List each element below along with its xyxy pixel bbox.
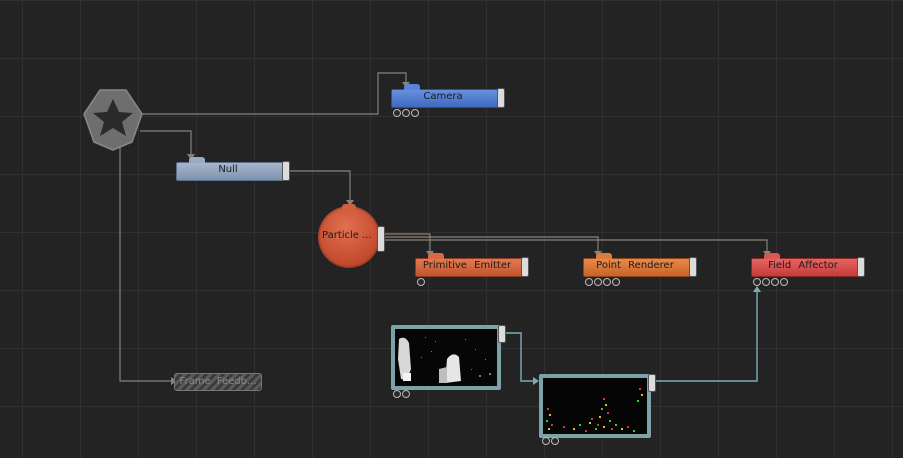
port-icon[interactable] (402, 390, 410, 398)
point-renderer-handle[interactable] (689, 257, 697, 277)
port-icon[interactable] (393, 109, 401, 117)
field-affector-ports (753, 278, 788, 286)
field-affector-label: Field Affector (768, 260, 838, 271)
port-icon[interactable] (411, 109, 419, 117)
video-processed-ports (542, 437, 559, 445)
wire-particle-to-renderer (383, 236, 599, 253)
field-affector-handle[interactable] (857, 257, 865, 277)
video-source-handle[interactable] (498, 325, 506, 343)
primitive-emitter-ports (417, 278, 425, 286)
video-source-ports (393, 390, 410, 398)
port-icon[interactable] (402, 109, 410, 117)
video-processed-handle[interactable] (648, 374, 656, 392)
port-icon[interactable] (594, 278, 602, 286)
particle-node-input-tab[interactable] (342, 204, 356, 210)
wire-scene-to-frame (119, 140, 173, 382)
primitive-emitter-input-tab[interactable] (428, 253, 444, 259)
frame-feedback-label: Frame Feedb... (179, 376, 257, 387)
wire-processed-to-affector (655, 290, 758, 382)
port-icon[interactable] (551, 437, 559, 445)
wire-particle-to-emitter (383, 233, 431, 253)
point-renderer-input-tab[interactable] (596, 253, 612, 259)
port-icon[interactable] (780, 278, 788, 286)
particle-root-node[interactable]: Particle ... (318, 204, 385, 268)
wire-scene-to-null (140, 130, 192, 156)
particle-node-handle[interactable] (377, 226, 385, 252)
port-icon[interactable] (612, 278, 620, 286)
video-thumbnail-icon (543, 378, 647, 434)
wire-null-to-particle (290, 170, 351, 202)
camera-node-input-tab[interactable] (404, 84, 420, 90)
null-node-label: Null (218, 164, 238, 175)
null-node-handle[interactable] (282, 161, 290, 181)
port-icon[interactable] (417, 278, 425, 286)
video-thumbnail-icon (395, 329, 497, 386)
point-renderer-label: Point Renderer (596, 260, 674, 271)
camera-node-label: Camera (423, 91, 463, 102)
port-icon[interactable] (603, 278, 611, 286)
particle-node-label: Particle ... (322, 230, 372, 241)
scene-root-node[interactable] (80, 86, 146, 152)
wire-scene-to-camera (140, 72, 407, 115)
port-icon[interactable] (393, 390, 401, 398)
camera-node[interactable]: Camera (391, 84, 505, 108)
arrow-processed (533, 377, 539, 385)
wire-video-to-processed (505, 332, 536, 382)
field-affector-node[interactable]: Field Affector (751, 253, 865, 277)
port-icon[interactable] (771, 278, 779, 286)
point-renderer-node[interactable]: Point Renderer (583, 253, 697, 277)
gear-star-icon (83, 89, 143, 151)
port-icon[interactable] (585, 278, 593, 286)
null-node[interactable]: Null (176, 157, 290, 181)
field-affector-input-tab[interactable] (764, 253, 780, 259)
port-icon[interactable] (753, 278, 761, 286)
arrow-particle (346, 200, 354, 206)
primitive-emitter-node[interactable]: Primitive Emitter (415, 253, 529, 277)
primitive-emitter-label: Primitive Emitter (422, 260, 512, 271)
video-source-node[interactable] (391, 325, 506, 390)
port-icon[interactable] (762, 278, 770, 286)
wire-particle-to-affector (383, 239, 768, 253)
frame-feedback-node[interactable]: Frame Feedb... (174, 373, 262, 391)
camera-node-ports (393, 109, 419, 117)
camera-node-handle[interactable] (497, 88, 505, 108)
point-renderer-ports (585, 278, 620, 286)
port-icon[interactable] (542, 437, 550, 445)
arrow-affector-input (753, 286, 761, 292)
null-node-input-tab[interactable] (189, 157, 205, 163)
video-processed-node[interactable] (539, 374, 656, 438)
primitive-emitter-handle[interactable] (521, 257, 529, 277)
